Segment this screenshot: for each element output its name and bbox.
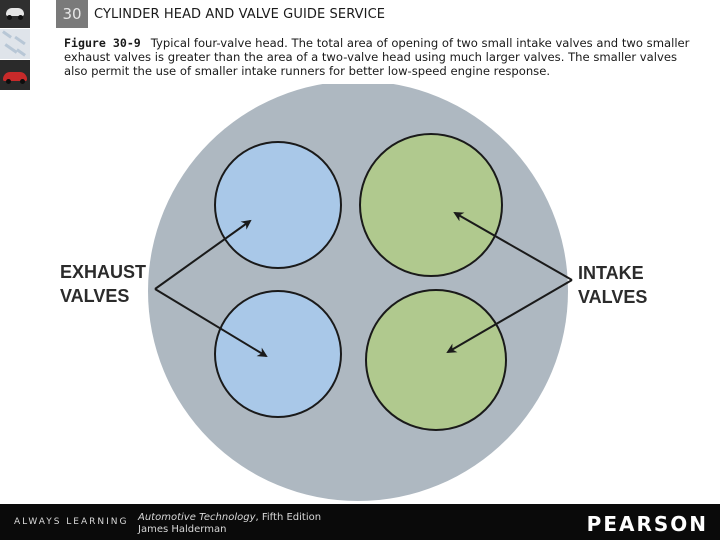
intake-label-line2: VALVES	[578, 287, 647, 307]
chapter-number: 30	[62, 5, 82, 23]
intake-arrow-top	[453, 212, 573, 281]
thumbnail-car-red	[0, 60, 30, 90]
intake-valve-top	[359, 133, 503, 277]
intake-arrow-bottom	[446, 279, 573, 354]
chapter-thumbnails	[0, 0, 30, 90]
thumbnail-car-silver	[0, 0, 30, 28]
exhaust-valve-top	[214, 141, 342, 269]
intake-valve-bottom	[365, 289, 507, 431]
exhaust-valve-bottom	[214, 290, 342, 418]
chapter-number-box: 30	[56, 0, 88, 28]
exhaust-label-line1: EXHAUST	[60, 262, 146, 282]
exhaust-label-line2: VALVES	[60, 286, 129, 306]
book-edition: , Fifth Edition	[255, 512, 322, 523]
exhaust-arrow-top	[154, 219, 252, 290]
book-credit: Automotive Technology, Fifth Edition Jam…	[138, 512, 321, 536]
caption-text: Typical four-valve head. The total area …	[64, 36, 690, 78]
always-learning-tagline: ALWAYS LEARNING	[14, 517, 129, 527]
footer-bar: ALWAYS LEARNING Automotive Technology, F…	[0, 504, 720, 540]
book-author: James Halderman	[138, 524, 227, 535]
publisher-logo: PEARSON	[586, 512, 708, 536]
four-valve-head-diagram: EXHAUST VALVES INTAKE VALVES	[60, 84, 647, 501]
chapter-title: CYLINDER HEAD AND VALVE GUIDE SERVICE	[94, 7, 386, 22]
exhaust-arrow-bottom	[154, 288, 268, 358]
intake-label-line1: INTAKE	[578, 263, 644, 283]
figure-label: Figure 30-9	[64, 36, 141, 50]
cylinder-head	[148, 84, 568, 501]
thumbnail-ice-pattern	[0, 29, 30, 59]
book-title: Automotive Technology	[138, 512, 256, 523]
